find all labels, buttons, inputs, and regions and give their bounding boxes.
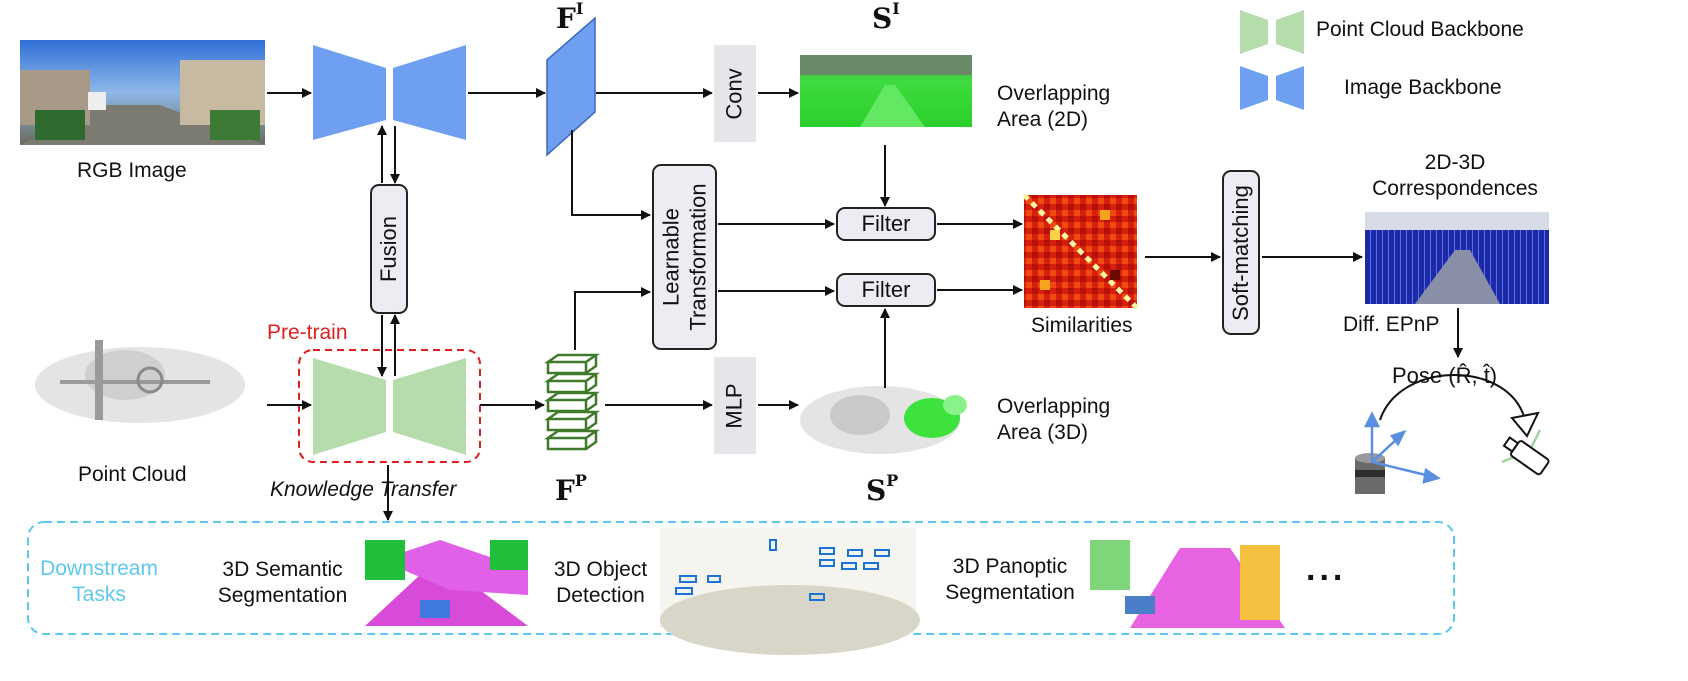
soft-matching-block: Soft-matching xyxy=(1222,170,1260,335)
overlap-2d-line2: Area (2D) xyxy=(997,108,1089,131)
conv-label: Conv xyxy=(722,67,748,120)
filter-bottom-label: Filter xyxy=(861,277,911,302)
point-feature-stack xyxy=(544,353,600,451)
score-image-symbol: SI xyxy=(872,0,900,35)
image-backbone xyxy=(313,45,466,140)
more-tasks-ellipsis: ... xyxy=(1306,550,1347,588)
rgb-image xyxy=(20,40,265,145)
point-cloud-image xyxy=(35,340,245,423)
semantic-seg-thumb xyxy=(365,540,528,626)
conv-block: Conv xyxy=(714,45,756,142)
correspondence-image xyxy=(1365,212,1549,304)
feature-point-symbol: FP xyxy=(555,470,587,507)
task-semantic-seg: 3D Semantic Segmentation xyxy=(200,557,365,609)
downstream-box xyxy=(27,521,1455,635)
learnable-transformation-block: Learnable Transformation xyxy=(652,164,717,350)
score-point-symbol: SP xyxy=(866,470,899,507)
fusion-label: Fusion xyxy=(376,215,402,283)
axes-icon xyxy=(1363,411,1441,484)
overlap-2d-line1: Overlapping xyxy=(997,82,1111,105)
object-detection-thumb xyxy=(660,528,920,655)
downstream-title-line1: Downstream xyxy=(40,557,158,580)
correspondences-line1: 2D-3D xyxy=(1424,151,1486,174)
overlap-3d-image xyxy=(800,386,967,454)
lidar-icon xyxy=(1355,453,1385,494)
task-object-detection-line2: Detection xyxy=(556,584,645,607)
task-panoptic-seg-line2: Segmentation xyxy=(945,581,1075,604)
overlap-2d-label: Overlapping Area (2D) xyxy=(997,81,1110,133)
overlap-3d-label: Overlapping Area (3D) xyxy=(997,394,1110,446)
similarity-heatmap xyxy=(1022,193,1139,310)
point-cloud-backbone xyxy=(313,358,466,455)
correspondences-label: 2D-3D Correspondences xyxy=(1360,150,1550,202)
legend-image-icon xyxy=(1240,66,1304,110)
soft-matching-label: Soft-matching xyxy=(1228,184,1254,321)
task-panoptic-seg: 3D Panoptic Segmentation xyxy=(930,554,1090,606)
mlp-block: MLP xyxy=(714,357,756,454)
task-semantic-seg-line2: Segmentation xyxy=(217,584,348,607)
overlap-2d-image xyxy=(800,55,972,127)
arrows xyxy=(267,88,1463,521)
learnable-transformation-line1: Learnable xyxy=(658,208,684,306)
overlap-3d-line1: Overlapping xyxy=(997,395,1111,418)
filter-bottom-block: Filter xyxy=(836,273,936,307)
feature-image-symbol: FI xyxy=(556,0,584,35)
overlap-3d-line2: Area (3D) xyxy=(997,421,1089,444)
pose-label: Pose (R̂, t̂) xyxy=(1392,363,1498,388)
mlp-label: MLP xyxy=(722,382,747,429)
knowledge-transfer-label: Knowledge Transfer xyxy=(270,478,457,501)
pretrain-label: Pre-train xyxy=(267,321,348,344)
legend-point-cloud-icon xyxy=(1240,10,1304,54)
point-cloud-label: Point Cloud xyxy=(78,463,187,486)
filter-top-label: Filter xyxy=(861,211,911,236)
legend-point-cloud-label: Point Cloud Backbone xyxy=(1316,18,1524,41)
pose-arrow-head xyxy=(1510,411,1540,438)
downstream-title: Downstream Tasks xyxy=(34,556,164,608)
diff-epnp-label: Diff. EPnP xyxy=(1343,313,1440,336)
task-panoptic-seg-line1: 3D Panoptic xyxy=(952,555,1068,578)
correspondences-line2: Correspondences xyxy=(1372,177,1538,200)
pose-arrow xyxy=(1379,374,1526,421)
task-semantic-seg-line1: 3D Semantic xyxy=(222,558,343,581)
camera-icon xyxy=(1501,429,1550,476)
task-object-detection-line1: 3D Object xyxy=(553,558,648,581)
image-feature-map xyxy=(546,16,596,157)
rgb-image-label: RGB Image xyxy=(77,159,187,182)
legend-image-label: Image Backbone xyxy=(1344,76,1502,99)
learnable-transformation-line2: Transformation xyxy=(685,183,711,331)
task-object-detection: 3D Object Detection xyxy=(538,557,663,609)
filter-top-block: Filter xyxy=(836,207,936,241)
panoptic-seg-thumb xyxy=(1090,530,1285,628)
similarities-label: Similarities xyxy=(1031,314,1133,337)
fusion-block: Fusion xyxy=(370,184,408,314)
downstream-title-line2: Tasks xyxy=(72,583,126,606)
